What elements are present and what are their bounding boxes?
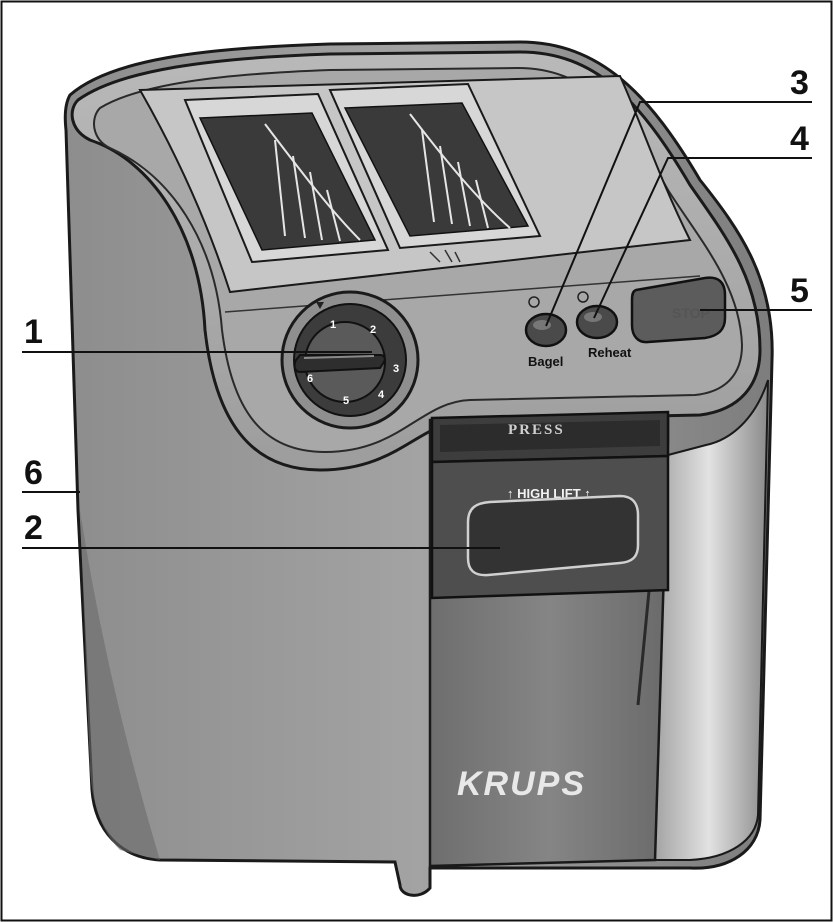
callout-number-1: 1 bbox=[24, 313, 43, 351]
right-side-panel bbox=[648, 379, 769, 861]
callout-number-3: 3 bbox=[790, 64, 809, 102]
callout-number-5: 5 bbox=[790, 272, 809, 310]
reheat-indicator-light bbox=[577, 291, 589, 303]
callout-number-4: 4 bbox=[790, 120, 809, 158]
left-side-rim bbox=[80, 510, 160, 860]
high-lift-grip[interactable] bbox=[466, 494, 640, 577]
dial-number-1: 1 bbox=[330, 319, 336, 331]
brand-logo-text: KRUPS bbox=[457, 765, 586, 803]
bagel-label: Bagel bbox=[528, 354, 563, 369]
dial-marker-icon bbox=[316, 302, 324, 309]
callout-number-6: 6 bbox=[24, 454, 43, 492]
high-lift-lever[interactable]: ↑ HIGH LIFT ↑ bbox=[430, 454, 670, 600]
reheat-button[interactable]: Reheat bbox=[575, 291, 632, 360]
callout-line-3 bbox=[545, 101, 812, 327]
dial-number-2: 2 bbox=[370, 324, 376, 336]
slot-symbol-icon bbox=[429, 249, 461, 263]
press-label: PRESS bbox=[508, 422, 565, 438]
dial-number-6: 6 bbox=[307, 373, 313, 385]
browning-dial[interactable]: 1 2 3 4 5 6 bbox=[280, 290, 420, 430]
callout-line-4 bbox=[593, 157, 812, 319]
dial-number-4: 4 bbox=[378, 389, 385, 401]
reheat-label: Reheat bbox=[588, 345, 632, 360]
toast-lever[interactable]: PRESS bbox=[430, 410, 670, 464]
bagel-button[interactable]: Bagel bbox=[524, 296, 568, 369]
left-bread-slot bbox=[183, 92, 390, 264]
control-panel-seam bbox=[224, 275, 701, 313]
callout-number-2: 2 bbox=[24, 509, 43, 547]
dial-number-5: 5 bbox=[343, 395, 349, 407]
dial-number-3: 3 bbox=[393, 363, 399, 375]
stop-label: STOP bbox=[672, 305, 710, 321]
bagel-indicator-light bbox=[528, 296, 540, 308]
stop-button[interactable]: STOP bbox=[630, 276, 727, 344]
callout-lines bbox=[22, 101, 812, 549]
right-bread-slot bbox=[328, 82, 542, 250]
